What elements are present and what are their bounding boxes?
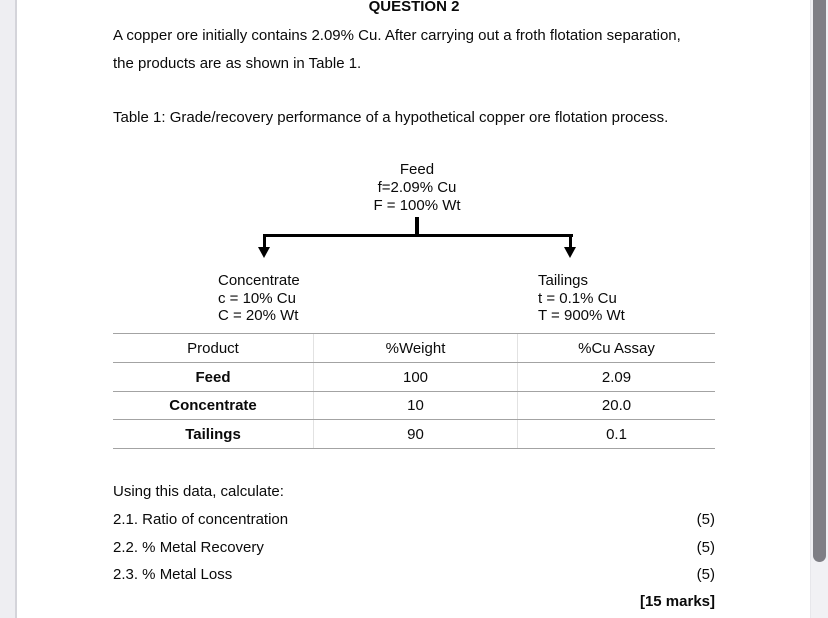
feed-assay: f=2.09% Cu bbox=[377, 179, 457, 196]
question-title: QUESTION 2 bbox=[368, 0, 460, 15]
question-label: 2.2. % Metal Recovery bbox=[113, 539, 264, 556]
header-assay: %Cu Assay bbox=[517, 334, 715, 362]
intro-text-line1: A copper ore initially contains 2.09% Cu… bbox=[113, 27, 681, 44]
diagram-concentrate-node: Concentrate c = 10% Cu C = 20% Wt bbox=[218, 272, 300, 325]
cell-product: Feed bbox=[195, 368, 231, 386]
question-label: 2.3. % Metal Loss bbox=[113, 566, 233, 583]
cell-weight: 10 bbox=[313, 392, 517, 419]
question-marks: (5) bbox=[696, 566, 715, 583]
table-header-row: Product %Weight %Cu Assay bbox=[113, 334, 715, 363]
intro-text-line2: the products are as shown in Table 1. bbox=[113, 55, 362, 72]
total-marks: [15 marks] bbox=[639, 593, 715, 610]
cell-product: Concentrate bbox=[169, 397, 257, 414]
concentrate-assay: c = 10% Cu bbox=[218, 289, 296, 307]
question-marks: (5) bbox=[696, 511, 715, 528]
calculate-instruction: Using this data, calculate: bbox=[113, 483, 284, 500]
feed-weight: F = 100% Wt bbox=[373, 197, 461, 214]
feed-connector-line bbox=[415, 217, 419, 235]
scrollbar-thumb[interactable] bbox=[813, 0, 826, 562]
table-row: Feed 100 2.09 bbox=[113, 363, 715, 392]
tailings-weight: T = 900% Wt bbox=[538, 307, 625, 324]
table-caption: Table 1: Grade/recovery performance of a… bbox=[113, 109, 669, 126]
table-row: Concentrate 10 20.0 bbox=[113, 392, 715, 420]
branch-line bbox=[263, 234, 573, 237]
arrow-down-icon bbox=[258, 247, 270, 258]
arrow-down-icon bbox=[564, 247, 576, 258]
tailings-branch-line bbox=[569, 236, 572, 248]
cell-assay: 0.1 bbox=[517, 420, 715, 448]
scrollbar-track[interactable] bbox=[810, 0, 828, 618]
header-product: Product bbox=[187, 339, 239, 357]
cell-weight: 90 bbox=[313, 420, 517, 448]
question-item: 2.1. Ratio of concentration (5) bbox=[113, 511, 715, 528]
tailings-assay: t = 0.1% Cu bbox=[538, 289, 617, 307]
question-item: 2.2. % Metal Recovery (5) bbox=[113, 539, 715, 556]
question-item: 2.3. % Metal Loss (5) bbox=[113, 566, 715, 583]
question-label: 2.1. Ratio of concentration bbox=[113, 511, 289, 528]
diagram-tailings-node: Tailings t = 0.1% Cu T = 900% Wt bbox=[538, 272, 625, 325]
concentrate-weight: C = 20% Wt bbox=[218, 307, 299, 324]
table-row: Tailings 90 0.1 bbox=[113, 420, 715, 449]
tailings-label: Tailings bbox=[538, 272, 589, 289]
diagram-feed-node: Feed f=2.09% Cu F = 100% Wt bbox=[264, 161, 570, 215]
viewer-left-gutter bbox=[0, 0, 17, 618]
concentrate-label: Concentrate bbox=[218, 272, 300, 289]
cell-product: Tailings bbox=[185, 425, 241, 443]
cell-assay: 2.09 bbox=[517, 363, 715, 391]
concentrate-branch-line bbox=[263, 236, 266, 248]
cell-weight: 100 bbox=[313, 363, 517, 391]
cell-assay: 20.0 bbox=[517, 392, 715, 419]
grade-recovery-table: Product %Weight %Cu Assay Feed 100 2.09 … bbox=[113, 333, 715, 449]
header-weight: %Weight bbox=[313, 334, 517, 362]
feed-label: Feed bbox=[399, 161, 435, 178]
question-marks: (5) bbox=[696, 539, 715, 556]
